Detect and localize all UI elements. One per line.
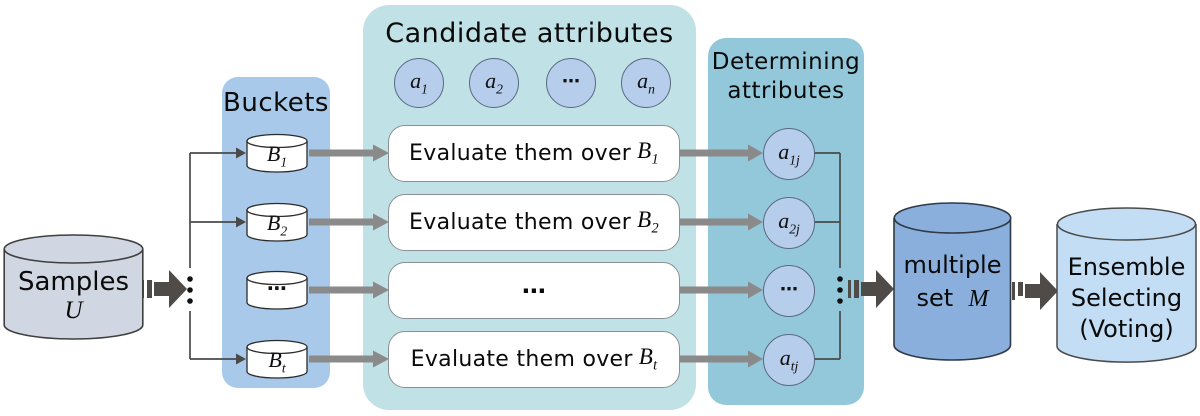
candidate-attribute-a1: a1 [394, 58, 444, 108]
determining-title-line1: Determining [711, 49, 861, 75]
samples-label: Samples [17, 267, 130, 297]
striped-arrow-icon-samples-to-buckets [141, 270, 187, 308]
samples-symbol: U [64, 297, 83, 324]
buckets-title: Buckets [223, 88, 329, 118]
determining-attribute-atj: atj [763, 334, 815, 386]
ensemble-label-line2: Selecting [1070, 283, 1183, 312]
samples-cylinder: Samples U [3, 234, 144, 340]
bucket-cylinder-b1: B1 [246, 133, 308, 173]
bucket-cylinder-b2: B2 [246, 202, 308, 242]
determining-title-line2: attributes [727, 78, 845, 104]
candidate-attribute-ellipsis: ⋯ [546, 58, 596, 108]
bucket-cylinder-ellipsis: ⋯ [246, 270, 308, 310]
evaluate-box-bt: Evaluate them over Bt [388, 331, 680, 388]
candidate-attributes-title: Candidate attributes [385, 18, 674, 49]
ensemble-label-line1: Ensemble [1067, 252, 1186, 281]
candidate-attribute-an: an [621, 58, 671, 108]
determining-attribute-a2j: a2j [763, 197, 815, 249]
ensemble-selecting-cylinder: Ensemble Selecting (Voting) [1056, 207, 1197, 364]
determining-attributes-title: Determining attributes [708, 48, 864, 106]
candidate-attribute-a2: a2 [469, 58, 519, 108]
determining-attribute-ellipsis: ⋯ [763, 265, 815, 317]
evaluate-box-b1: Evaluate them over B1 [388, 125, 680, 182]
left-vertical-ellipsis-dots [187, 276, 193, 304]
ensemble-label-line3: (Voting) [1079, 314, 1174, 343]
multiple-set-cylinder: multiple set M [893, 202, 1012, 361]
multiple-set-symbol: M [968, 285, 989, 312]
determining-attribute-a1j: a1j [763, 128, 815, 180]
bucket-cylinder-bt: Bt [246, 339, 308, 379]
multiple-set-label-line1: multiple [903, 250, 1002, 279]
evaluate-box-ellipsis: ⋯ [388, 262, 680, 319]
multiple-set-label-line2: set M [916, 283, 989, 312]
evaluate-box-b2: Evaluate them over B2 [388, 194, 680, 251]
striped-arrow-icon-to-ensemble [1012, 272, 1058, 310]
